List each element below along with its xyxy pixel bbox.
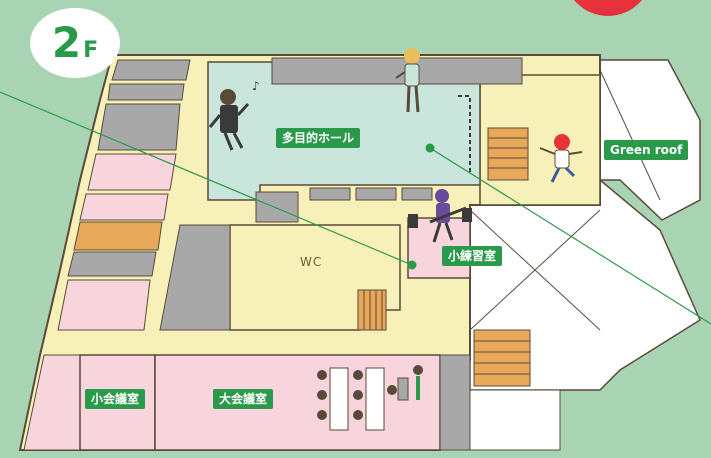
large-meeting-room [154, 354, 441, 451]
label-large-meeting-room: 大会議室 [213, 389, 274, 410]
label-wc: WC [300, 255, 323, 269]
dancer-figure [539, 134, 583, 183]
left-gray-room-4 [67, 251, 157, 277]
leader-line-right [429, 147, 711, 325]
label-small-meeting-room: 小会議室 [85, 389, 146, 410]
annex-line-2 [469, 209, 601, 331]
right-stairs [473, 329, 531, 387]
bottom-white-room [469, 389, 561, 451]
left-gray-room-1 [111, 59, 191, 81]
left-pink-room-2 [79, 193, 169, 221]
hall-marker-dot [425, 143, 435, 153]
practice-marker-dot [407, 260, 417, 270]
bottom-gray-room [439, 354, 471, 451]
left-gray-room-2 [107, 83, 185, 101]
small-gray-2 [355, 187, 397, 201]
middle-stairs [357, 289, 387, 331]
floor-number: 2 [51, 18, 82, 67]
label-green-roof: Green roof [604, 140, 689, 161]
music-note-icon: ♪ [252, 79, 260, 93]
guitarist-figure [408, 189, 472, 243]
label-hall: 多目的ホール [276, 128, 361, 149]
label-practice-room: 小練習室 [442, 246, 503, 267]
meeting-people-group [317, 365, 423, 431]
woman-figure [395, 48, 420, 113]
leader-line-left [0, 91, 413, 266]
left-pink-room-1 [87, 153, 177, 191]
red-marker-circle [574, 0, 642, 16]
wc-gray-top [255, 191, 299, 223]
hall-stairs [487, 127, 529, 181]
small-gray-1 [309, 187, 351, 201]
hall-stage-gray [271, 57, 523, 85]
wc-gray-left [159, 224, 231, 331]
floor-suffix: F [83, 37, 99, 63]
left-gray-room-3 [97, 103, 181, 151]
annex-line-3 [599, 69, 661, 201]
left-stairs [73, 221, 163, 251]
left-pink-room-3 [57, 279, 151, 331]
hall-dashed-line [458, 95, 471, 175]
small-gray-3 [401, 187, 433, 201]
floor-badge: 2 F [30, 8, 120, 78]
svg-text:♪: ♪ [252, 79, 260, 93]
singer-figure [208, 89, 250, 151]
